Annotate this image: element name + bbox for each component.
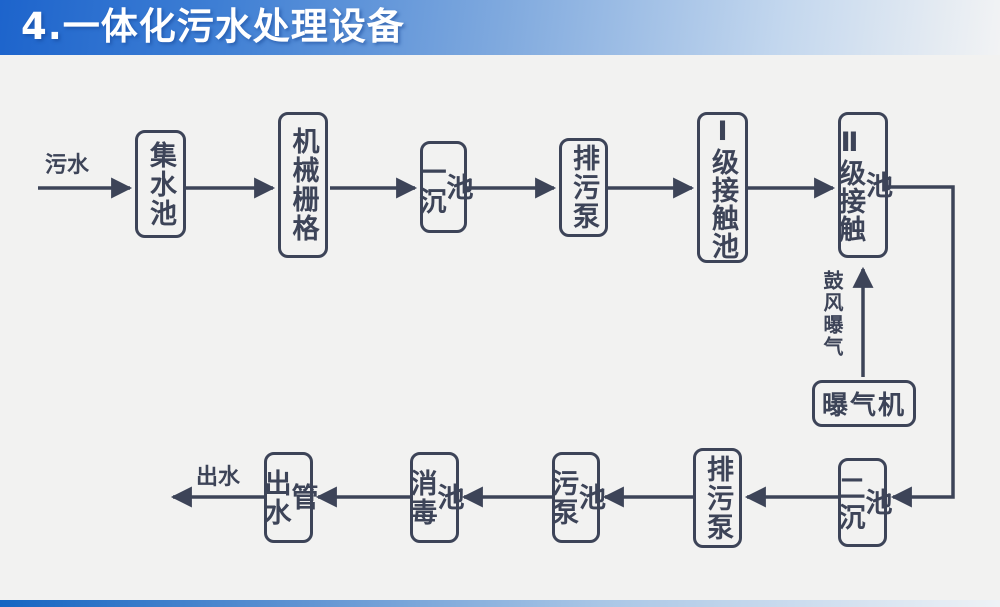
connector-level2-to-secondary xyxy=(888,185,955,508)
page-title: 4.一体化污水处理设备 xyxy=(21,5,405,48)
slide-footer xyxy=(0,600,1000,607)
node-mechanical-grille: 机械栅格 xyxy=(278,112,328,258)
node-sewage-pump-bottom: 排污泵 xyxy=(693,448,742,548)
inflow-label: 污水 xyxy=(45,153,90,178)
aeration-label: 鼓风曝气 xyxy=(820,270,844,358)
node-level2-contact-tank: Ⅱ级接触池 xyxy=(834,112,892,258)
node-sludge-pump-tank: 污泵池 xyxy=(547,452,605,543)
outflow-label: 出水 xyxy=(196,465,241,490)
node-collecting-tank: 集水池 xyxy=(135,130,186,238)
node-primary-sedimentation-tank: 一沉池 xyxy=(415,141,473,233)
node-aerator: 曝气机 xyxy=(812,380,916,427)
node-sewage-pump-top: 排污泵 xyxy=(559,138,608,237)
node-level1-contact-tank: Ⅰ级接触池 xyxy=(697,112,748,263)
slide-header: 4.一体化污水处理设备 xyxy=(0,0,1000,55)
node-disinfection-tank: 消毒池 xyxy=(406,452,464,543)
node-secondary-sedimentation-tank: 二沉池 xyxy=(834,458,892,547)
flowchart: 污水 出水 鼓风曝气 集水池 机械栅格 一沉池 排污泵 Ⅰ级接触池 Ⅱ级接触池 … xyxy=(0,55,1000,600)
node-outlet-pipe: 出水管 xyxy=(260,452,318,543)
